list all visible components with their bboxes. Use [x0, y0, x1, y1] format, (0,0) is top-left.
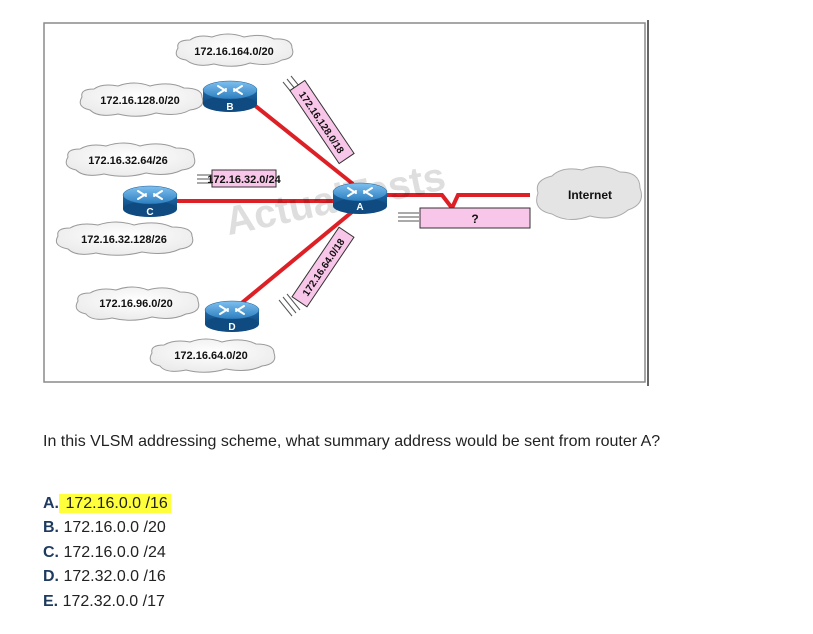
link-label-a-c: 172.16.32.0/24	[207, 169, 282, 188]
network-label: 172.16.164.0/20	[194, 46, 274, 58]
cloud-c-top: 172.16.32.64/26	[65, 142, 196, 177]
network-label: 172.16.32.64/26	[88, 155, 168, 167]
option-text: 172.16.0.0 /24	[63, 543, 166, 561]
answer-option[interactable]: A. 172.16.0.0 /16	[43, 492, 171, 516]
network-label: 172.16.64.0/20	[174, 350, 247, 362]
option-text: 172.16.0.0 /16	[59, 494, 171, 513]
option-letter: E.	[43, 592, 59, 610]
router-b: B	[202, 80, 258, 113]
answer-options: A. 172.16.0.0 /16 B. 172.16.0.0 /20 C. 1…	[43, 492, 171, 614]
network-label: 172.16.96.0/20	[99, 298, 172, 310]
cloud-b-top: 172.16.164.0/20	[175, 33, 294, 67]
router-label: D	[228, 322, 235, 333]
network-label: 172.16.128.0/20	[100, 95, 180, 107]
cloud-c-bottom: 172.16.32.128/26	[55, 221, 194, 256]
network-diagram-svg: 172.16.164.0/20 172.16.128.0/20 172.16.3…	[43, 20, 649, 386]
option-letter: A.	[43, 495, 59, 512]
option-text: 172.32.0.0 /16	[63, 568, 166, 586]
cloud-b-left: 172.16.128.0/20	[79, 82, 204, 117]
cloud-internet: Internet	[536, 166, 642, 220]
router-a: A	[332, 182, 388, 215]
router-c: C	[122, 185, 178, 218]
answer-option[interactable]: D. 172.32.0.0 /16	[43, 565, 171, 589]
cloud-d-left: 172.16.96.0/20	[75, 286, 200, 321]
internet-label: Internet	[568, 188, 612, 202]
option-text: 172.32.0.0 /17	[62, 592, 165, 610]
option-text: 172.16.0.0 /20	[63, 519, 166, 537]
router-label: B	[226, 102, 233, 113]
option-letter: C.	[43, 543, 59, 561]
link-label-text: ?	[471, 212, 478, 226]
answer-option[interactable]: C. 172.16.0.0 /24	[43, 541, 171, 565]
option-letter: D.	[43, 568, 59, 586]
router-label: A	[356, 202, 363, 213]
answer-option[interactable]: B. 172.16.0.0 /20	[43, 516, 171, 540]
network-diagram: 172.16.164.0/20 172.16.128.0/20 172.16.3…	[43, 20, 649, 386]
network-label: 172.16.32.128/26	[81, 234, 167, 246]
option-letter: B.	[43, 519, 59, 537]
question-text: In this VLSM addressing scheme, what sum…	[43, 433, 661, 450]
cloud-d-bottom: 172.16.64.0/20	[149, 338, 276, 373]
link-label-text: 172.16.32.0/24	[207, 174, 281, 186]
answer-option[interactable]: E. 172.32.0.0 /17	[43, 590, 171, 614]
router-label: C	[146, 207, 153, 218]
router-d: D	[204, 300, 260, 333]
link-label-a-internet: ?	[419, 207, 531, 229]
